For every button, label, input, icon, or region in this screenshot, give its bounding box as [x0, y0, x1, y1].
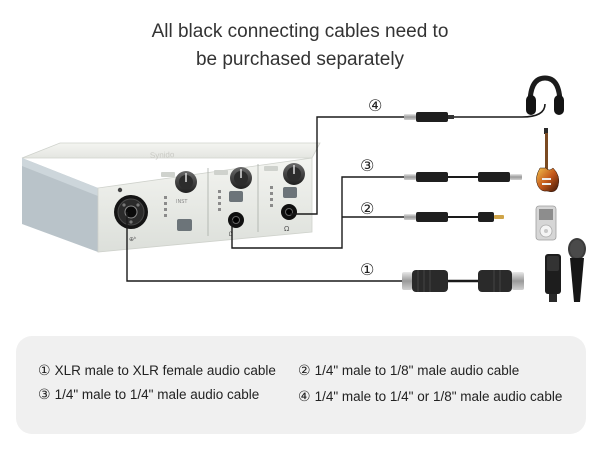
headphone-output-icon: Ω: [284, 225, 290, 233]
channel-1-controls: INST: [161, 171, 197, 231]
legend-number: ③: [38, 387, 51, 403]
cable-number-2: ②: [360, 199, 374, 218]
electric-guitar-icon: [536, 128, 560, 193]
cable-route-1: [126, 212, 402, 282]
switch-3[interactable]: [283, 187, 297, 198]
channel-3-controls: Ω: [264, 163, 305, 233]
switch-2[interactable]: [229, 191, 243, 202]
legend-number: ①: [38, 363, 51, 379]
title-line-1: All black connecting cables need to: [151, 21, 449, 42]
condenser-microphone-icon: [545, 254, 561, 302]
guitar-input-icon: Ꮭ: [229, 231, 233, 238]
page-title: All black connecting cables need to be p…: [0, 18, 600, 74]
legend-number: ④: [298, 389, 311, 405]
cable-number-4: ④: [368, 96, 382, 115]
audio-interface: Synido ⊕ᵏ INST: [21, 142, 321, 253]
device-side-panel: [22, 158, 98, 252]
combo-input-jack[interactable]: [114, 195, 148, 229]
cable-number-3: ③: [360, 156, 374, 175]
cable-4: [404, 103, 546, 122]
cable-routes: [126, 116, 404, 282]
connection-diagram: Synido ⊕ᵏ INST: [21, 75, 586, 302]
headphones-icon: [526, 75, 564, 115]
microphone-icon: [568, 238, 586, 302]
cable-route-4: [290, 116, 404, 215]
legend-text: 1/4" male to 1/4" male audio cable: [54, 387, 260, 402]
legend-text: 1/4" male to 1/8" male audio cable: [314, 363, 520, 378]
device-brand-logo: Synido: [150, 150, 175, 160]
cable-1: [402, 270, 524, 292]
cable-number-1: ①: [360, 260, 374, 279]
cable-3: [404, 172, 522, 182]
legend-text: XLR male to XLR female audio cable: [54, 363, 276, 378]
title-line-2: be purchased separately: [195, 49, 405, 70]
mic-guitar-icon: ⊕ᵏ: [129, 236, 137, 243]
mp3-player-icon: [535, 205, 557, 241]
legend-text: 1/4" male to 1/4" or 1/8" male audio cab…: [314, 389, 563, 404]
cable-route-3: [231, 176, 404, 249]
inst-switch-1[interactable]: [177, 219, 192, 231]
phantom-led-icon: [117, 187, 123, 193]
svg-text:INST: INST: [176, 199, 188, 205]
legend-number: ②: [298, 363, 311, 379]
cable-2: [404, 212, 504, 222]
